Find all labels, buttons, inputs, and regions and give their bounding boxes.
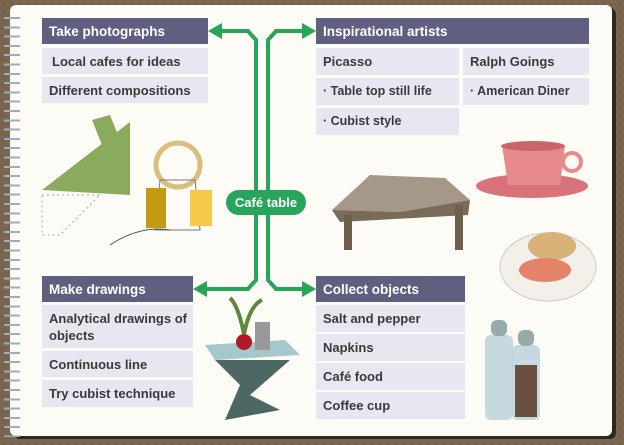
list-item: Continuous line <box>42 351 193 377</box>
artist-picasso: Picasso <box>316 48 459 75</box>
arrow-left-bottom <box>193 281 207 297</box>
list-item: Analytical drawings of objects <box>42 305 193 348</box>
list-item: Napkins <box>316 334 465 361</box>
list-item: · Table top still life <box>316 78 459 105</box>
list-item: Coffee cup <box>316 392 465 419</box>
list-item: Café food <box>316 363 465 390</box>
salt-pepper-illustration <box>485 320 540 420</box>
arrow-left-top <box>208 23 222 39</box>
list-item: Try cubist technique <box>42 380 193 407</box>
list-item: Different compositions <box>42 77 208 103</box>
branch-collect-objects-header[interactable]: Collect objects <box>316 276 465 302</box>
cubist-cafe-illustration <box>41 115 212 246</box>
arrowheads <box>193 23 316 297</box>
spiral-binding <box>4 12 20 437</box>
arrow-right-bottom <box>302 281 316 297</box>
coffee-cup-illustration <box>476 141 588 198</box>
branch-take-photographs-header[interactable]: Take photographs <box>42 18 208 44</box>
artist-ralph-goings: Ralph Goings <box>463 48 589 75</box>
table-drawing-illustration <box>205 296 300 420</box>
central-topic-cafe-table[interactable]: Café table <box>226 190 306 215</box>
branch-inspirational-artists-header[interactable]: Inspirational artists <box>316 18 589 44</box>
list-item: Local cafes for ideas <box>42 48 208 74</box>
arrow-right-top <box>302 23 316 39</box>
list-item: Salt and pepper <box>316 305 465 332</box>
table-illustration <box>332 175 470 250</box>
food-plate-illustration <box>499 232 597 302</box>
list-item: · American Diner <box>463 78 589 105</box>
list-item: · Cubist style <box>316 108 459 135</box>
connector-lines <box>205 29 304 291</box>
branch-make-drawings-header[interactable]: Make drawings <box>42 276 193 302</box>
